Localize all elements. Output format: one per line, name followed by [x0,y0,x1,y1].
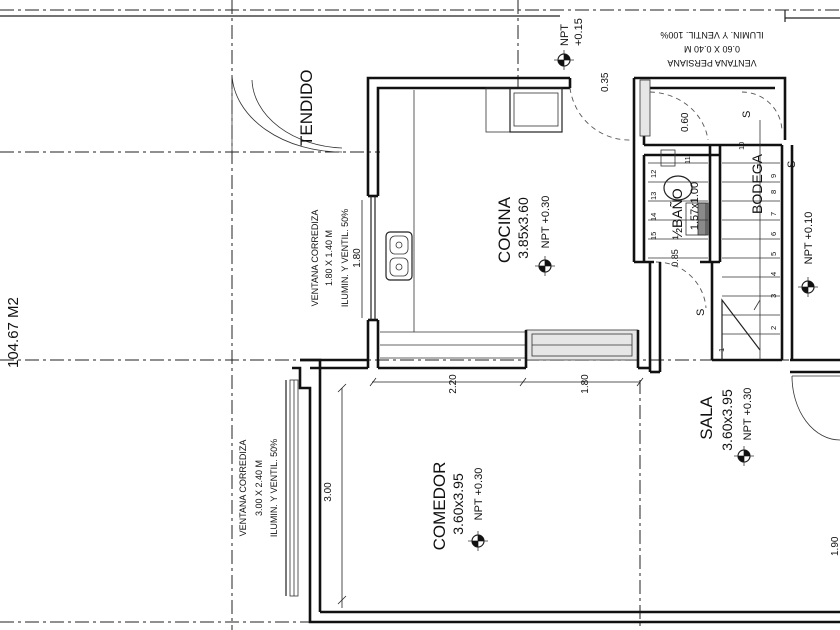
svg-text:7: 7 [769,212,778,216]
bodega-npt: NPT +0.10 [803,212,815,265]
bodega-name: BODEGA [749,153,765,214]
dining-walls [285,262,840,624]
up-mark-1: S [741,111,753,118]
area-label: 104.67 M2 [5,297,22,368]
dim-035: 0.35 [600,72,611,92]
kitchen-door-arc [569,87,633,141]
tendido-door [231,74,343,153]
dim-180-v: 1.80 [352,248,363,268]
npt-marker-comedor [468,531,488,551]
svg-text:8: 8 [769,190,778,194]
svg-text:3: 3 [769,294,778,298]
svg-text:2: 2 [769,326,778,330]
cocina-npt: NPT +0.30 [540,196,552,249]
dim-180-h: 1.80 [580,374,591,394]
svg-text:5: 5 [769,252,778,256]
stair [648,120,780,360]
bano-name: ½BAÑO [669,188,685,239]
living-door [791,375,840,441]
persiana-line2: 0.60 X 0.40 M [684,44,740,54]
sala-name: SALA [697,396,716,440]
svg-text:1: 1 [717,348,726,352]
bano-size: 1.57x1.00 [689,182,701,230]
cocina-window-line3: ILUMIN. Y VENTIL. 50% [340,209,350,307]
cocina-window-line2: 1.80 X 1.40 M [324,230,334,286]
svg-text:12: 12 [649,170,658,178]
npt-top-label: NPT [559,24,571,46]
cocina-size: 3.85x3.60 [515,197,531,259]
npt-marker-sala [734,446,754,466]
svg-text:11: 11 [683,156,692,164]
svg-text:15: 15 [649,232,658,240]
npt-marker-top [554,50,574,70]
stair-numbers: 15 14 13 12 11 10 9 8 7 6 5 4 3 2 1 [649,142,778,352]
cocina-name: COCINA [495,196,514,263]
persiana-line3: ILUMIN. Y VENTIL. 100% [660,30,763,40]
dim-085: 0.85 [670,249,680,267]
dimension-lines [337,200,644,608]
svg-text:10: 10 [737,142,746,150]
dim-220: 2.20 [448,374,459,394]
service-block-walls [632,76,794,362]
cocina-window-line1: VENTANA CORREDIZA [310,210,320,307]
dim-300: 3.00 [323,482,334,502]
bathroom-fixtures [660,149,709,236]
sala-npt: NPT +0.30 [742,388,754,441]
npt-top-value: +0.15 [573,18,585,46]
comedor-name: COMEDOR [430,462,449,551]
comedor-window-line2: 3.00 X 2.40 M [254,460,264,516]
persiana-line1: VENTANA PERSIANA [667,58,756,68]
comedor-window-line1: VENTANA CORREDIZA [238,440,248,537]
top-border [0,10,840,22]
comedor-npt: NPT +0.30 [473,468,485,521]
labels: 104.67 M2 TENDIDO NPT +0.15 0.35 VENTANA… [5,18,840,556]
npt-markers [468,50,818,551]
up-mark-2: S [695,309,707,316]
tendido-label: TENDIDO [297,70,316,147]
svg-text:6: 6 [769,232,778,236]
dim-060: 0.60 [680,112,691,132]
comedor-window-line3: ILUMIN. Y VENTIL. 50% [269,439,279,537]
sala-size: 3.60x3.95 [719,389,735,451]
comedor-size: 3.60x3.95 [450,473,466,535]
svg-text:9: 9 [769,174,778,178]
svg-text:13: 13 [649,192,658,200]
npt-marker-bodega [798,277,818,297]
dim-190: 1.90 [830,536,840,556]
up-mark-3: S [786,161,798,168]
svg-text:14: 14 [649,213,658,221]
npt-marker-cocina [535,256,555,276]
kitchen-walls [366,76,639,368]
svg-text:4: 4 [769,272,778,276]
